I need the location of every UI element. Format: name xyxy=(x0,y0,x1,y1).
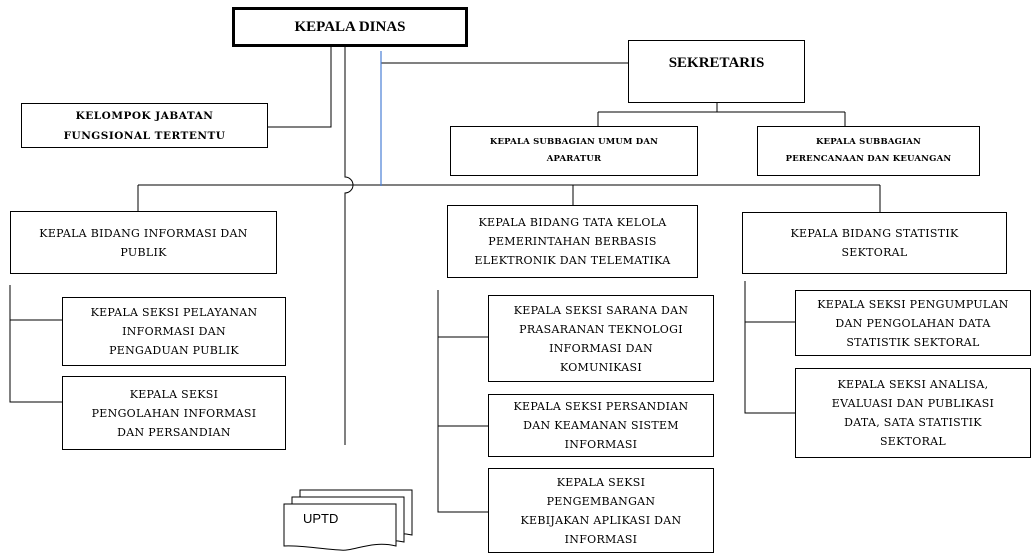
bidang-tata-kelola-box: KEPALA BIDANG TATA KELOLA PEMERINTAHAN B… xyxy=(447,205,698,278)
jabatan-fungsional-box: KELOMPOK JABATAN FUNGSIONAL TERTENTU xyxy=(21,103,268,148)
connector-right-seksi xyxy=(744,281,795,414)
sekretaris-box: SEKRETARIS xyxy=(628,40,805,103)
seksi-pengumpulan-box: KEPALA SEKSI PENGUMPULAN DAN PENGOLAHAN … xyxy=(795,290,1031,356)
subbagian-perencanaan-box: KEPALA SUBBAGIAN PERENCANAAN DAN KEUANGA… xyxy=(757,126,980,176)
bidang-statistik-box: KEPALA BIDANG STATISTIK SEKTORAL xyxy=(742,212,1007,274)
connector-bidang-bus xyxy=(137,184,881,212)
seksi-analisa-box: KEPALA SEKSI ANALISA, EVALUASI DAN PUBLI… xyxy=(795,368,1031,458)
kepala-dinas-box: KEPALA DINAS xyxy=(232,7,468,47)
seksi-pengolahan-box: KEPALA SEKSI PENGOLAHAN INFORMASI DAN PE… xyxy=(62,376,286,450)
seksi-pelayanan-box: KEPALA SEKSI PELAYANAN INFORMASI DAN PEN… xyxy=(62,297,286,366)
subbagian-umum-box: KEPALA SUBBAGIAN UMUM DAN APARATUR xyxy=(450,126,698,176)
bidang-informasi-box: KEPALA BIDANG INFORMASI DAN PUBLIK xyxy=(10,211,277,274)
connector-left-seksi xyxy=(9,285,62,403)
seksi-pengembangan-box: KEPALA SEKSI PENGEMBANGAN KEBIJAKAN APLI… xyxy=(488,468,714,553)
uptd-document-icon xyxy=(283,489,413,551)
seksi-sarana-box: KEPALA SEKSI SARANA DAN PRASARANAN TEKNO… xyxy=(488,295,714,382)
connector-middle-seksi xyxy=(437,290,488,513)
uptd-label: UPTD xyxy=(303,511,339,526)
connector-jabatan xyxy=(268,45,332,128)
connector-subbagian xyxy=(597,103,846,126)
seksi-persandian-box: KEPALA SEKSI PERSANDIAN DAN KEAMANAN SIS… xyxy=(488,394,714,457)
connector-main-trunk xyxy=(344,45,354,445)
